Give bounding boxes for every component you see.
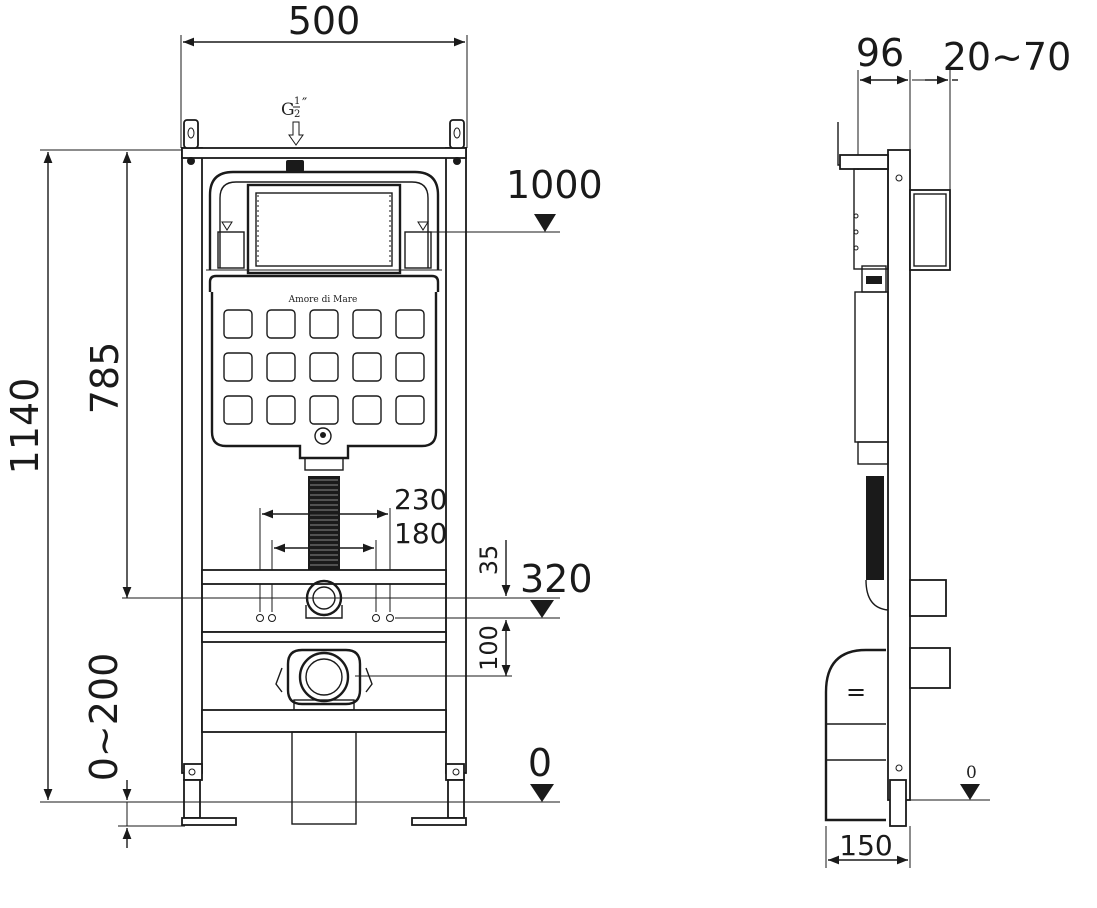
front-view: 500 1140 785 0~200 <box>3 0 603 848</box>
svg-text:35: 35 <box>475 545 503 576</box>
bolt-offset-dimension: 35 <box>475 540 511 596</box>
flush-pipe <box>304 457 344 580</box>
svg-text:100: 100 <box>475 625 503 671</box>
svg-text:″: ″ <box>302 96 307 112</box>
outer-bolt-spacing-label: 230 <box>394 483 447 516</box>
cistern-tile <box>266 309 296 339</box>
cistern-tile <box>395 395 425 425</box>
svg-text:0: 0 <box>966 763 977 783</box>
lower-rail <box>201 569 447 643</box>
depth-dimension: 96 20~70 <box>856 31 1071 190</box>
level-1000: 1000 <box>430 163 603 233</box>
water-inlet-label: G 1 2 ″ <box>281 96 307 172</box>
depth-label: 96 <box>856 31 904 75</box>
outlet-offset-dimension: 100 <box>355 620 512 677</box>
cistern-top <box>206 170 442 275</box>
left-upright <box>181 147 203 774</box>
cistern-tile <box>352 352 382 382</box>
flush-height-label: 785 <box>83 342 127 415</box>
base-depth-dimension: 150 <box>825 826 911 868</box>
cistern-tile <box>266 352 296 382</box>
drain-connection <box>201 648 447 825</box>
brand-label: Amore di Mare <box>288 295 358 305</box>
height-label: 1140 <box>3 378 47 475</box>
cistern-tile <box>352 395 382 425</box>
cistern-tile <box>309 395 339 425</box>
svg-text:1000: 1000 <box>506 163 603 207</box>
cistern-tile <box>309 352 339 382</box>
side-drain-elbow: = <box>824 648 886 822</box>
side-plate <box>909 189 951 689</box>
cistern-tile <box>223 352 253 382</box>
frame-feet <box>181 763 467 826</box>
cistern-tile <box>266 395 296 425</box>
cistern-tile <box>223 309 253 339</box>
width-dimension: 500 <box>180 0 468 148</box>
side-cistern <box>837 122 889 611</box>
side-level-0: 0 <box>910 763 990 801</box>
height-dimension: 1140 <box>3 149 182 803</box>
cistern-tile <box>223 395 253 425</box>
leg-adjust-dimension: 0~200 <box>82 653 185 848</box>
svg-text:0: 0 <box>528 741 552 785</box>
top-rail <box>181 147 467 159</box>
cistern-body: Amore di Mare <box>208 274 440 460</box>
cistern-tile <box>309 309 339 339</box>
svg-text:=: = <box>846 678 866 706</box>
inner-bolt-spacing-label: 180 <box>394 517 447 550</box>
level-320: 320 <box>122 557 593 619</box>
width-label: 500 <box>288 0 361 43</box>
side-view: 96 20~70 <box>824 31 1071 868</box>
leg-adjust-label: 0~200 <box>82 653 126 782</box>
plate-adjust-label: 20~70 <box>943 35 1072 79</box>
flush-height-dimension: 785 <box>83 152 132 598</box>
right-upright <box>445 147 467 774</box>
level-0: 0 <box>40 741 560 803</box>
bolt-spacing-dimensions: 230 180 <box>259 483 447 612</box>
side-leg <box>889 779 907 827</box>
svg-text:1: 1 <box>294 96 300 107</box>
svg-text:320: 320 <box>520 557 593 601</box>
side-upright <box>887 149 911 801</box>
svg-text:G: G <box>281 100 295 120</box>
cistern-tile <box>352 309 382 339</box>
cistern-tile <box>395 309 425 339</box>
svg-text:2: 2 <box>294 109 300 120</box>
cistern-tile <box>395 352 425 382</box>
base-depth-label: 150 <box>839 829 892 862</box>
